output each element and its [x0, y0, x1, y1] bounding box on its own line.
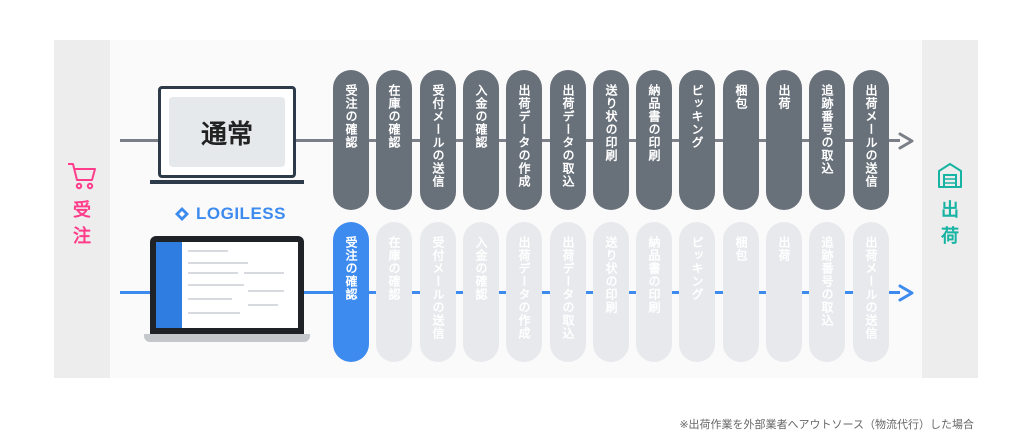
logiless-step-4: 入金の確認 — [463, 222, 499, 362]
order-label-char-2: 注 — [73, 226, 91, 247]
logiless-step-10: 梱包 — [723, 222, 759, 362]
logiless-step-7: 送り状の印刷 — [593, 222, 629, 362]
logiless-step-label: 在庫の確認 — [387, 236, 401, 301]
normal-step-4: 入金の確認 — [463, 70, 499, 210]
logiless-step-label: 梱包 — [734, 236, 748, 262]
shipment-label: 出 荷 — [922, 198, 978, 250]
laptop-screen-sidebar — [156, 242, 182, 328]
normal-step-3: 受付メールの送信 — [420, 70, 456, 210]
logiless-step-11: 出荷 — [766, 222, 802, 362]
laptop-base — [144, 334, 310, 342]
logiless-step-label: 追跡番号の取込 — [820, 236, 834, 327]
logiless-step-3: 受付メールの送信 — [420, 222, 456, 362]
logiless-step-label: 送り状の印刷 — [604, 236, 618, 314]
logiless-step-12: 追跡番号の取込 — [809, 222, 845, 362]
normal-step-label: 出荷メールの送信 — [864, 84, 878, 188]
laptop-screen-line — [188, 272, 238, 274]
normal-step-label: 納品書の印刷 — [647, 84, 661, 162]
logiless-step-5: 出荷データの作成 — [506, 222, 542, 362]
shipment-label-char-1: 出 — [941, 200, 959, 221]
laptop-screen-line — [188, 298, 232, 300]
normal-step-2: 在庫の確認 — [376, 70, 412, 210]
normal-label: 通常 — [200, 119, 253, 150]
laptop-screen-line — [188, 312, 240, 314]
logiless-step-label: ピッキング — [690, 236, 704, 301]
normal-flow-arrow-icon — [898, 132, 914, 150]
laptop-screen-line — [188, 262, 248, 264]
laptop-screen-line — [248, 304, 278, 306]
logiless-step-label: 出荷データの作成 — [517, 236, 531, 340]
shipment-label-char-2: 荷 — [941, 226, 959, 247]
logiless-logo: LOGILESS — [174, 204, 286, 224]
normal-step-label: 送り状の印刷 — [604, 84, 618, 162]
logiless-step-label: 受注の確認 — [344, 236, 358, 301]
normal-step-5: 出荷データの作成 — [506, 70, 542, 210]
laptop-screen-line — [188, 250, 228, 252]
laptop-body — [150, 236, 304, 334]
logiless-step-9: ピッキング — [679, 222, 715, 362]
normal-step-6: 出荷データの取込 — [550, 70, 586, 210]
normal-step-label: 受付メールの送信 — [431, 84, 445, 188]
normal-step-7: 送り状の印刷 — [593, 70, 629, 210]
normal-step-label: 追跡番号の取込 — [820, 84, 834, 175]
normal-step-label: 出荷 — [777, 84, 791, 110]
logiless-step-6: 出荷データの取込 — [550, 222, 586, 362]
logiless-step-label: 入金の確認 — [474, 236, 488, 301]
logiless-brand: LOGILESS — [196, 204, 286, 223]
order-label-char-1: 受 — [73, 200, 91, 221]
footnote: ※出荷作業を外部業者へアウトソース（物流代行）した場合 — [679, 418, 974, 431]
normal-step-1: 受注の確認 — [333, 70, 369, 210]
logiless-step-8: 納品書の印刷 — [636, 222, 672, 362]
normal-step-label: 出荷データの取込 — [561, 84, 575, 188]
laptop-screen-line — [188, 284, 244, 286]
normal-step-9: ピッキング — [679, 70, 715, 210]
monitor-base — [150, 180, 304, 184]
logiless-step-1: 受注の確認 — [333, 222, 369, 362]
normal-step-12: 追跡番号の取込 — [809, 70, 845, 210]
laptop-screen — [156, 242, 298, 328]
warehouse-icon — [938, 163, 962, 188]
monitor-screen: 通常 — [169, 97, 285, 167]
laptop-screen-line — [248, 290, 284, 292]
normal-step-10: 梱包 — [723, 70, 759, 210]
normal-step-8: 納品書の印刷 — [636, 70, 672, 210]
normal-step-13: 出荷メールの送信 — [853, 70, 889, 210]
normal-monitor: 通常 — [158, 86, 296, 178]
normal-step-label: 在庫の確認 — [387, 84, 401, 149]
logiless-logo-icon — [175, 207, 189, 221]
logiless-step-label: 出荷データの取込 — [561, 236, 575, 340]
logiless-step-13: 出荷メールの送信 — [853, 222, 889, 362]
normal-step-label: 梱包 — [734, 84, 748, 110]
cart-icon — [68, 163, 96, 190]
normal-step-11: 出荷 — [766, 70, 802, 210]
logiless-step-label: 受付メールの送信 — [431, 236, 445, 340]
logiless-laptop — [144, 236, 310, 344]
laptop-screen-line — [244, 272, 284, 274]
normal-step-label: ピッキング — [690, 84, 704, 149]
normal-step-label: 受注の確認 — [344, 84, 358, 149]
logiless-step-2: 在庫の確認 — [376, 222, 412, 362]
shipment-column — [922, 40, 978, 378]
logiless-step-label: 出荷 — [777, 236, 791, 262]
normal-step-label: 入金の確認 — [474, 84, 488, 149]
order-column — [54, 40, 110, 378]
logiless-flow-arrow-icon — [898, 284, 914, 302]
normal-step-label: 出荷データの作成 — [517, 84, 531, 188]
logiless-step-label: 出荷メールの送信 — [864, 236, 878, 340]
order-label: 受 注 — [54, 198, 110, 250]
logiless-step-label: 納品書の印刷 — [647, 236, 661, 314]
